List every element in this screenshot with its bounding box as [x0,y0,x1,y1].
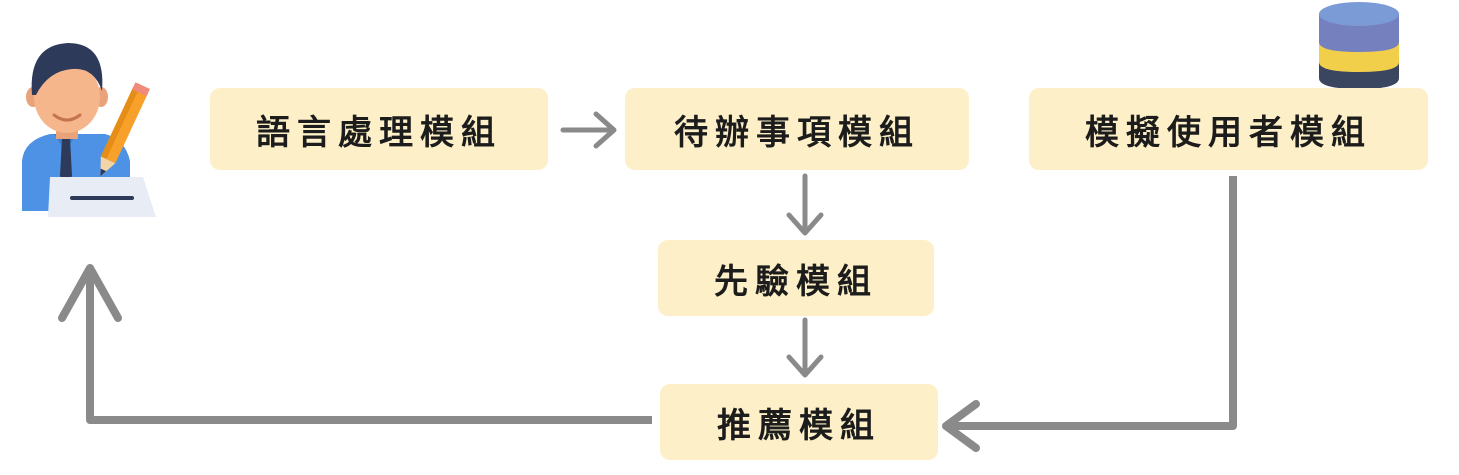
arrow-nlp-to-todo [560,111,617,149]
simulated-user-module-label: 模擬使用者模組 [1085,112,1372,153]
todo-module-box: 待辦事項模組 [625,88,969,170]
arrow-recommend-to-user [58,264,652,424]
recommend-module-label: 推薦模組 [717,405,881,446]
database-icon [1319,2,1399,89]
recommend-module-box: 推薦模組 [660,384,938,460]
arrow-todo-to-prior [786,173,824,236]
todo-module-label: 待辦事項模組 [674,112,920,153]
nlp-module-label: 語言處理模組 [256,112,502,153]
nlp-module-box: 語言處理模組 [210,88,548,170]
prior-module-label: 先驗模組 [714,261,878,302]
prior-module-box: 先驗模組 [658,240,934,316]
user-writing-icon [22,43,156,217]
arrow-prior-to-recommend [786,317,824,378]
simulated-user-module-box: 模擬使用者模組 [1029,88,1428,170]
arrow-simulated-to-recommend [942,176,1237,452]
